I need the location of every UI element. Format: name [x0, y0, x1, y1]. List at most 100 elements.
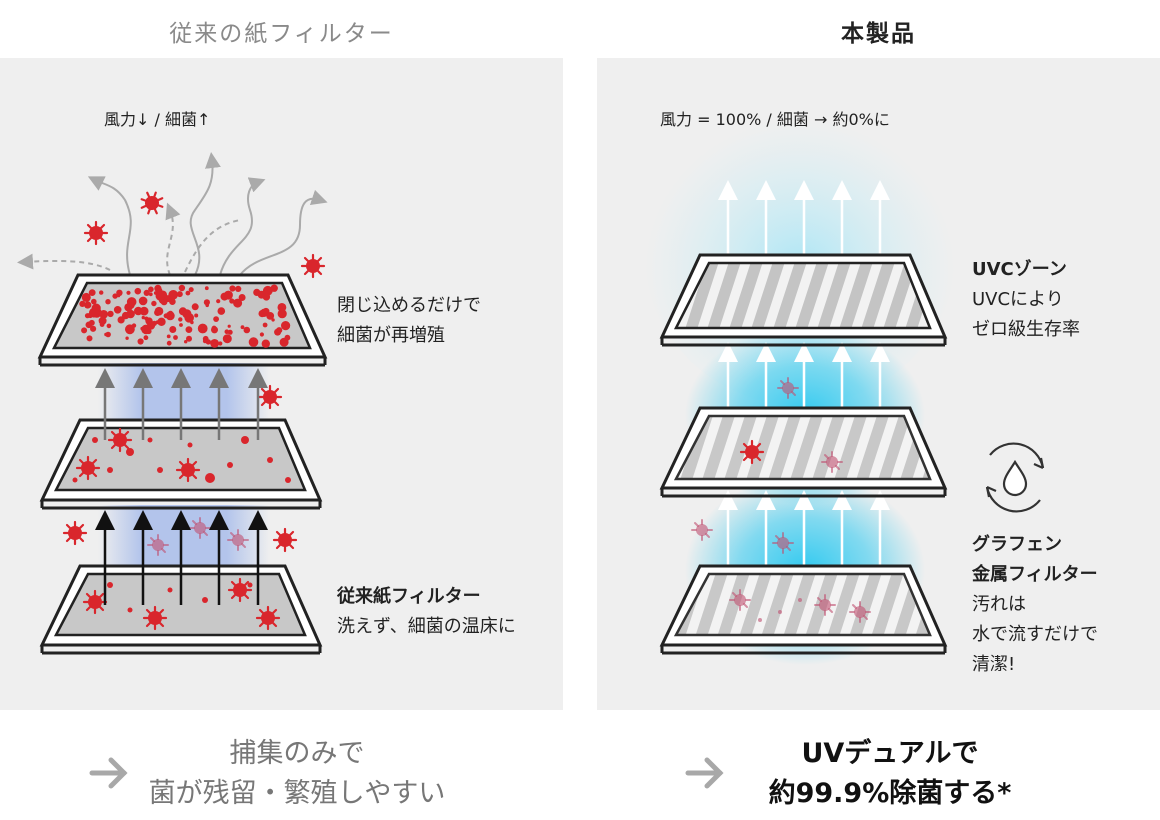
bacteria-dot: [277, 303, 287, 312]
weak-airflow-arrows: [95, 368, 268, 440]
bacteria-dot: [211, 325, 217, 331]
bacteria-dot: [116, 289, 123, 296]
bacteria-dot: [155, 291, 165, 301]
bacteria-dot: [217, 307, 226, 315]
uvc-zone-note: UVCゾーン UVCにより ゼロ級生存率: [972, 255, 1080, 345]
bacteria-dot: [124, 324, 135, 335]
bacteria-dot: [84, 304, 89, 309]
bacteria-dot: [126, 297, 137, 307]
bacteria-dot: [243, 326, 251, 334]
bacteria-dot: [281, 321, 291, 331]
graphene-filter-line: 水で流すだけで: [972, 624, 1098, 645]
left-bottom-note: 従来紙フィルター 洗えず、細菌の温床に: [337, 582, 516, 642]
bacteria-dot: [188, 287, 194, 293]
bacteria-dot: [227, 324, 231, 328]
right-airflow-label: 風力 = 100% / 細菌 → 約0%に: [660, 110, 890, 129]
bacteria-dot: [191, 303, 199, 311]
bacteria-dot: [105, 331, 111, 338]
bacteria-dot: [88, 319, 95, 326]
bacteria-dot: [151, 300, 157, 307]
bacteria-dot: [148, 286, 154, 293]
bacteria-dot: [99, 290, 104, 295]
left-bottom-note-line: 洗えず、細菌の温床に: [337, 616, 516, 637]
right-conclusion-line: 約99.9%除菌する*: [768, 778, 1012, 809]
graphene-filter-top: [659, 253, 948, 347]
graphene-filter-middle: [659, 406, 948, 498]
bacteria-dot: [79, 300, 86, 307]
bacteria-dot: [284, 334, 291, 341]
bacteria-dot: [89, 307, 99, 318]
graphene-filter-line: 清潔!: [972, 654, 1016, 675]
graphene-filter-title: グラフェン: [972, 534, 1062, 555]
bacteria-dot: [218, 341, 223, 346]
bacteria-dot: [186, 335, 192, 342]
water-drop-cycle-icon: [985, 442, 1045, 513]
bacteria-dot: [125, 336, 129, 340]
bacteria-dot: [90, 325, 97, 332]
escaping-air-arrows: [17, 152, 328, 276]
left-top-note-line: 細菌が再増殖: [337, 325, 445, 346]
bacteria-dot: [238, 294, 246, 301]
bacteria-dot: [178, 284, 186, 292]
bacteria-dot: [105, 299, 111, 305]
bacteria-dot: [185, 290, 191, 296]
bacteria-dot: [216, 299, 221, 304]
bacteria-dot: [153, 291, 158, 295]
bacteria-dot: [143, 289, 150, 296]
bacteria-dot: [112, 293, 118, 299]
bacteria-dot: [137, 338, 144, 345]
bacteria-dot: [229, 285, 236, 292]
bacteria-dot: [233, 298, 243, 308]
bacteria-dot: [169, 326, 177, 333]
left-heading: 従来の紙フィルター: [169, 21, 394, 47]
left-airflow-label: 風力↓ / 細菌↑: [104, 110, 211, 129]
left-top-note-line: 閉じ込めるだけで: [337, 295, 481, 316]
trapped-bacteria-dots: [79, 284, 291, 348]
bacteria-dot: [222, 334, 232, 344]
bacteria-dot: [235, 285, 242, 292]
left-bottom-note-title: 従来紙フィルター: [337, 586, 481, 607]
bacteria-dot: [213, 316, 220, 322]
bacteria-dot: [224, 329, 230, 335]
graphene-filter-line: 汚れは: [972, 594, 1026, 615]
uvc-zone-line: UVCにより: [972, 289, 1064, 310]
bacteria-dot: [261, 339, 270, 348]
right-conclusion-line: UVデュアルで: [801, 738, 979, 769]
graphene-filter-bottom: [659, 564, 948, 655]
right-arrow-icon: [89, 757, 128, 789]
bacteria-dot: [141, 315, 145, 320]
bacteria-dot: [204, 286, 209, 291]
bacteria-dot: [178, 317, 183, 322]
bacteria-dot: [163, 313, 169, 319]
bacteria-dot: [229, 298, 235, 304]
bacteria-dot: [113, 306, 122, 314]
airflow-arrows: [95, 510, 268, 605]
left-conclusion: 捕集のみで 菌が残留・繁殖しやすい: [142, 734, 452, 814]
bacteria-dot: [194, 313, 199, 318]
bacteria-dot: [139, 306, 149, 316]
bacteria-dot: [98, 316, 107, 325]
left-top-note: 閉じ込めるだけで 細菌が再増殖: [337, 291, 481, 351]
bacteria-dot: [81, 292, 91, 302]
bacteria-dot: [141, 297, 148, 304]
bacteria-dot: [106, 323, 112, 329]
bacteria-dot: [240, 325, 245, 330]
graphene-filter-title: 金属フィルター: [972, 564, 1098, 585]
right-heading: 本製品: [841, 21, 916, 47]
bacteria-dot: [262, 307, 270, 315]
uvc-zone-line: ゼロ級生存率: [972, 319, 1080, 340]
bacteria-dot: [202, 339, 208, 344]
right-conclusion: UVデュアルで 約99.9%除菌する*: [740, 734, 1040, 814]
left-conclusion-line: 菌が残留・繁殖しやすい: [148, 778, 446, 809]
bacteria-dot: [145, 317, 153, 325]
bacteria-dot: [182, 309, 192, 319]
graphene-filter-note: グラフェン 金属フィルター 汚れは 水で流すだけで 清潔!: [972, 530, 1098, 680]
bacteria-dot: [81, 327, 88, 334]
bacteria-dot: [134, 287, 142, 295]
bacteria-dot: [126, 290, 131, 295]
bacteria-dot: [157, 317, 166, 326]
bacteria-dot: [270, 284, 278, 292]
bacteria-dot: [276, 327, 283, 334]
bacteria-dot: [143, 335, 149, 341]
